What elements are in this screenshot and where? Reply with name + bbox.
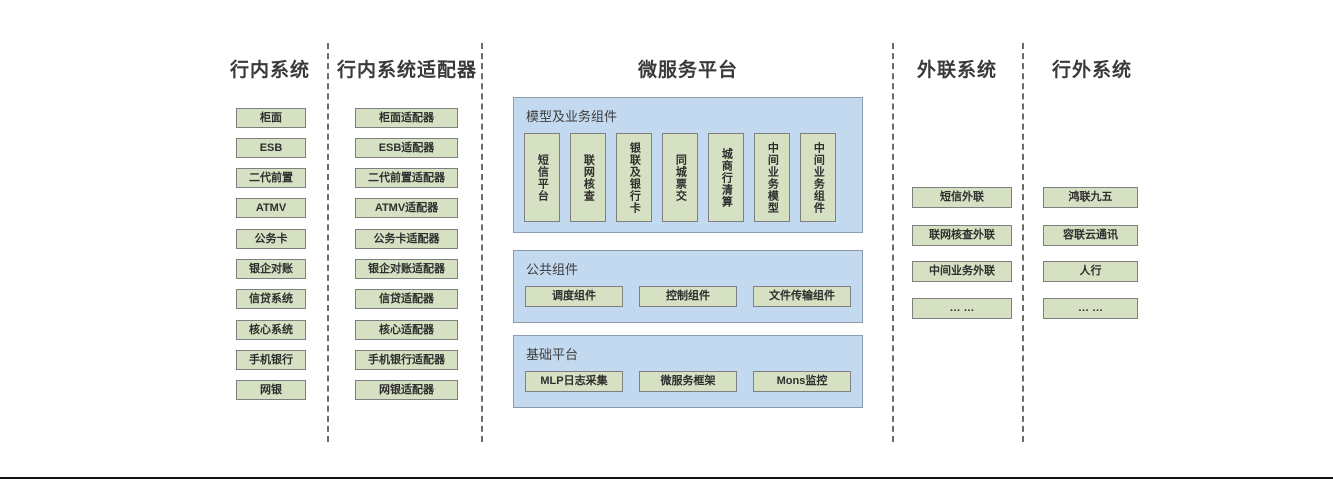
column-title-external-link-systems: 外联系统 (916, 60, 997, 81)
divider-platform-col3 (892, 43, 894, 442)
divider-col3-col4 (1022, 43, 1024, 442)
panel-label-public-components: 公共组件 (526, 262, 579, 277)
node-off-bank-system[interactable]: … … (1043, 298, 1138, 319)
node-in-bank-system[interactable]: ESB (236, 138, 306, 158)
node-in-bank-adapter[interactable]: 公务卡适配器 (355, 229, 458, 249)
divider-col2-platform (481, 43, 483, 442)
node-off-bank-system[interactable]: 容联云通讯 (1043, 225, 1138, 246)
node-model-component[interactable]: 中间业务模型 (754, 133, 790, 222)
node-off-bank-system[interactable]: 鸿联九五 (1043, 187, 1138, 208)
node-model-component[interactable]: 联网核查 (570, 133, 606, 222)
column-title-microservice-platform: 微服务平台 (637, 60, 738, 81)
node-model-component[interactable]: 中间业务组件 (800, 133, 836, 222)
node-in-bank-system[interactable]: 手机银行 (236, 350, 306, 370)
node-in-bank-adapter[interactable]: 柜面适配器 (355, 108, 458, 128)
node-external-link-system[interactable]: 短信外联 (912, 187, 1012, 208)
node-in-bank-adapter[interactable]: ESB适配器 (355, 138, 458, 158)
node-external-link-system[interactable]: … … (912, 298, 1012, 319)
divider-col1-col2 (327, 43, 329, 442)
node-in-bank-adapter[interactable]: 手机银行适配器 (355, 350, 458, 370)
node-base-platform-component[interactable]: 微服务框架 (639, 371, 737, 392)
node-in-bank-system[interactable]: 信贷系统 (236, 289, 306, 309)
node-model-component[interactable]: 城商行清算 (708, 133, 744, 222)
node-external-link-system[interactable]: 中间业务外联 (912, 261, 1012, 282)
node-in-bank-adapter[interactable]: ATMV适配器 (355, 198, 458, 218)
node-in-bank-adapter[interactable]: 信贷适配器 (355, 289, 458, 309)
node-base-platform-component[interactable]: Mons监控 (753, 371, 851, 392)
node-public-component[interactable]: 文件传输组件 (753, 286, 851, 307)
bottom-divider (0, 477, 1333, 479)
node-model-component[interactable]: 银联及银行卡 (616, 133, 652, 222)
node-model-component[interactable]: 短信平台 (524, 133, 560, 222)
panel-label-base-platform: 基础平台 (526, 347, 579, 362)
node-in-bank-system[interactable]: ATMV (236, 198, 306, 218)
node-in-bank-system[interactable]: 网银 (236, 380, 306, 400)
node-in-bank-system[interactable]: 银企对账 (236, 259, 306, 279)
node-external-link-system[interactable]: 联网核查外联 (912, 225, 1012, 246)
node-model-component[interactable]: 同城票交 (662, 133, 698, 222)
node-in-bank-adapter[interactable]: 网银适配器 (355, 380, 458, 400)
node-public-component[interactable]: 控制组件 (639, 286, 737, 307)
node-base-platform-component[interactable]: MLP日志采集 (525, 371, 623, 392)
node-public-component[interactable]: 调度组件 (525, 286, 623, 307)
node-in-bank-system[interactable]: 柜面 (236, 108, 306, 128)
node-in-bank-adapter[interactable]: 银企对账适配器 (355, 259, 458, 279)
column-title-off-bank-systems: 行外系统 (1051, 60, 1132, 81)
column-title-in-bank-adapters: 行内系统适配器 (336, 60, 477, 81)
node-off-bank-system[interactable]: 人行 (1043, 261, 1138, 282)
node-in-bank-system[interactable]: 核心系统 (236, 320, 306, 340)
node-in-bank-system[interactable]: 公务卡 (236, 229, 306, 249)
column-title-in-bank-systems: 行内系统 (229, 60, 310, 81)
node-in-bank-system[interactable]: 二代前置 (236, 168, 306, 188)
panel-label-model-business-components: 模型及业务组件 (526, 109, 618, 124)
node-in-bank-adapter[interactable]: 核心适配器 (355, 320, 458, 340)
node-in-bank-adapter[interactable]: 二代前置适配器 (355, 168, 458, 188)
